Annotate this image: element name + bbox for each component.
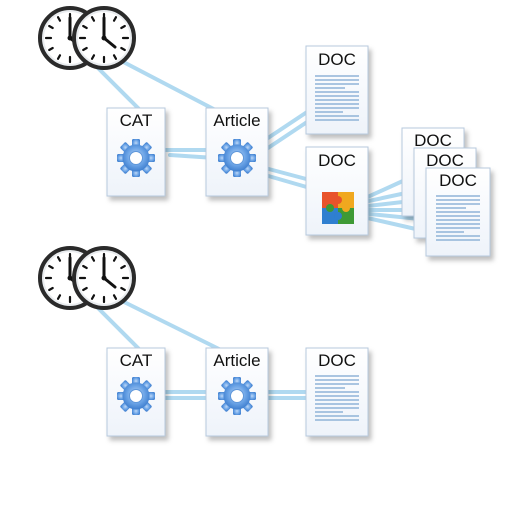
article-label: Article bbox=[213, 351, 260, 370]
doc-label: DOC bbox=[426, 151, 464, 170]
doc-label: DOC bbox=[414, 131, 452, 150]
doc-stack: DOC DOC DOC bbox=[401, 127, 491, 257]
gear-icon bbox=[217, 138, 257, 178]
puzzle-plugin-icon bbox=[322, 192, 354, 224]
doc-label: DOC bbox=[439, 171, 477, 190]
cat-label: CAT bbox=[120, 111, 153, 130]
doc-card-top bbox=[305, 45, 369, 135]
doc-card-stack-3 bbox=[425, 167, 491, 257]
cat-label: CAT bbox=[120, 351, 153, 370]
clock-icon bbox=[38, 6, 136, 70]
doc-label: DOC bbox=[318, 351, 356, 370]
doc-label: DOC bbox=[318, 151, 356, 170]
gear-icon bbox=[116, 138, 156, 178]
clock-icon bbox=[38, 246, 136, 310]
doc-card-bottom bbox=[305, 347, 369, 437]
doc-label: DOC bbox=[318, 50, 356, 69]
gear-icon bbox=[217, 376, 257, 416]
gear-icon bbox=[116, 376, 156, 416]
article-label: Article bbox=[213, 111, 260, 130]
